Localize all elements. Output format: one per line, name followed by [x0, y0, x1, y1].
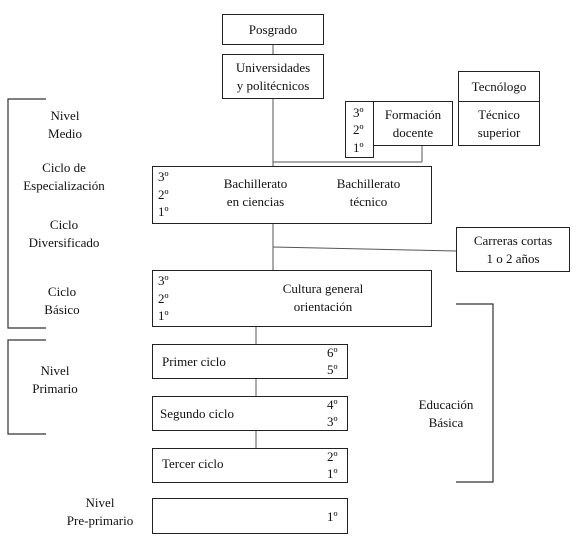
formacion-grades-box: 3º 2º 1º	[345, 101, 374, 158]
bracket-nivel-primario	[7, 339, 46, 435]
ciclo-basico-label: Ciclo Básico	[44, 284, 80, 317]
cultura-general-box: 3º 2º 1º Cultura general orientación	[152, 270, 432, 327]
tecnico-superior-label: Técnico superior	[477, 107, 521, 140]
nivel-primario-label: Nivel Primario	[32, 363, 78, 396]
formacion-docente-label: Formación docente	[384, 107, 442, 140]
nivel-preprimario-label: Nivel Pre-primario	[66, 495, 134, 528]
bach-grade-3: 3º	[158, 169, 169, 184]
connector-carreras-cortas	[272, 246, 457, 252]
primer-ciclo-box: Primer ciclo 6º 5º	[152, 344, 348, 379]
primer-ciclo-grade-5: 5º	[327, 362, 338, 377]
segundo-ciclo-box: Segundo ciclo 4º 3º	[152, 396, 348, 431]
basico-grade-1: 1º	[158, 308, 169, 323]
segundo-ciclo-label: Segundo ciclo	[160, 406, 235, 421]
segundo-ciclo-grade-3: 3º	[327, 414, 338, 429]
preprimario-grade-1: 1º	[327, 509, 338, 524]
formacion-grade-1: 1º	[353, 140, 364, 155]
tercer-ciclo-grade-2: 2º	[327, 449, 338, 464]
primer-ciclo-grade-6: 6º	[327, 345, 338, 360]
tecnico-superior-box: Técnico superior	[458, 101, 540, 146]
cultura-general-label: Cultura general orientación	[282, 281, 364, 314]
tecnologo-label: Tecnólogo	[471, 79, 527, 94]
universidades-box: Universidades y politécnicos	[222, 54, 324, 99]
bach-grade-1: 1º	[158, 204, 169, 219]
preprimario-box: 1º	[152, 498, 348, 534]
tercer-ciclo-label: Tercer ciclo	[162, 456, 224, 471]
nivel-medio-label: Nivel Medio	[48, 108, 82, 141]
educacion-basica-label: Educación Básica	[418, 397, 474, 430]
basico-grade-2: 2º	[158, 291, 169, 306]
basico-grade-3: 3º	[158, 273, 169, 288]
formacion-grade-3: 3º	[353, 105, 364, 120]
formacion-docente-box: Formación docente	[373, 101, 453, 146]
bach-ciencias-label: Bachillerato en ciencias	[223, 176, 288, 209]
tercer-ciclo-grade-1: 1º	[327, 466, 338, 481]
carreras-cortas-label: Carreras cortas 1 o 2 años	[473, 233, 553, 266]
ciclo-diversificado-label: Ciclo Diversificado	[28, 217, 100, 250]
carreras-cortas-box: Carreras cortas 1 o 2 años	[456, 227, 570, 272]
tecnologo-box: Tecnólogo	[458, 71, 540, 102]
bracket-educacion-basica	[456, 303, 494, 483]
posgrado-label: Posgrado	[248, 22, 298, 37]
bachillerato-box: 3º 2º 1º Bachillerato en ciencias Bachil…	[152, 166, 432, 224]
formacion-grade-2: 2º	[353, 122, 364, 137]
primer-ciclo-label: Primer ciclo	[162, 354, 226, 369]
bach-grade-2: 2º	[158, 187, 169, 202]
ciclo-especializacion-label: Ciclo de Especialización	[23, 160, 105, 193]
universidades-label: Universidades y politécnicos	[235, 60, 311, 93]
bracket-nivel-medio	[7, 98, 46, 329]
posgrado-box: Posgrado	[222, 14, 324, 45]
bach-tecnico-label: Bachillerato técnico	[336, 176, 401, 209]
segundo-ciclo-grade-4: 4º	[327, 397, 338, 412]
tercer-ciclo-box: Tercer ciclo 2º 1º	[152, 448, 348, 483]
